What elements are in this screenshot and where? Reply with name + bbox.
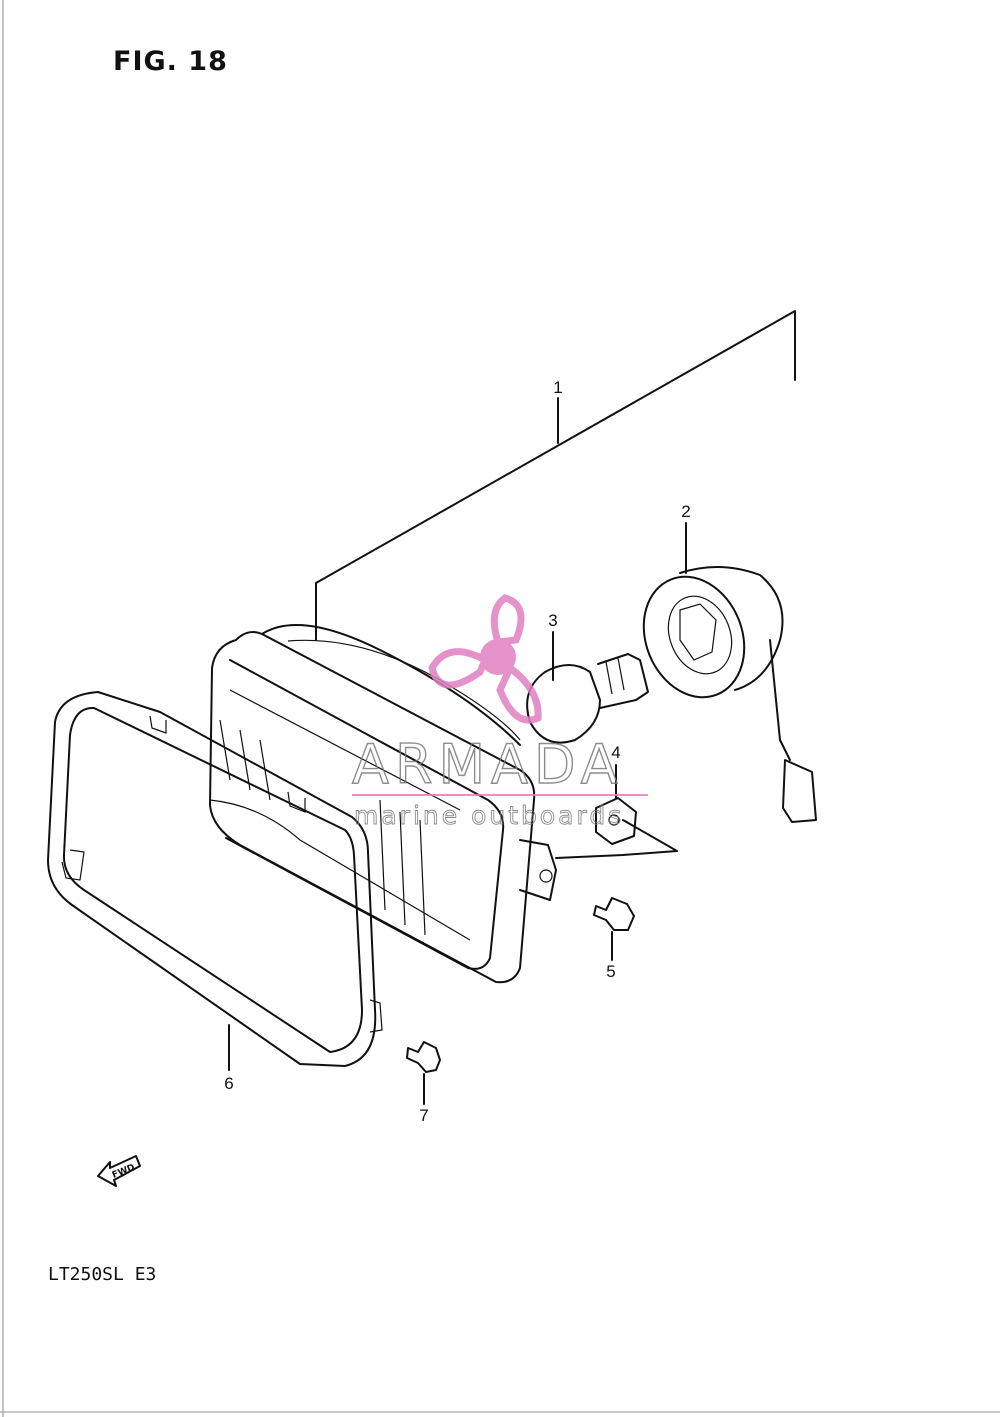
rim-drawing (47, 691, 383, 1067)
watermark-brand: ARMADA (352, 733, 624, 796)
screw-5-drawing (593, 897, 635, 961)
socket-drawing (642, 522, 817, 823)
nut-drawing (555, 764, 678, 859)
watermark-tagline: marine outboards (354, 801, 624, 830)
callout-2: 2 (681, 502, 691, 521)
callout-4: 4 (611, 743, 621, 762)
model-code: LT250SL E3 (48, 1264, 157, 1285)
callout-3: 3 (548, 611, 558, 630)
screw-7-drawing (406, 1041, 441, 1105)
figure-title: FIG. 18 (113, 46, 228, 77)
callout-7: 7 (419, 1106, 429, 1125)
propeller-logo-icon (428, 594, 542, 724)
callout-1: 1 (553, 378, 563, 397)
callout-5: 5 (606, 962, 616, 981)
fwd-arrow-icon: FWD (97, 1155, 141, 1187)
leader-part-1 (315, 310, 796, 641)
bulb-drawing (526, 631, 649, 744)
watermark: ARMADA marine outboards (351, 594, 648, 830)
callout-6: 6 (224, 1074, 234, 1093)
headlight-drawing (209, 624, 557, 984)
